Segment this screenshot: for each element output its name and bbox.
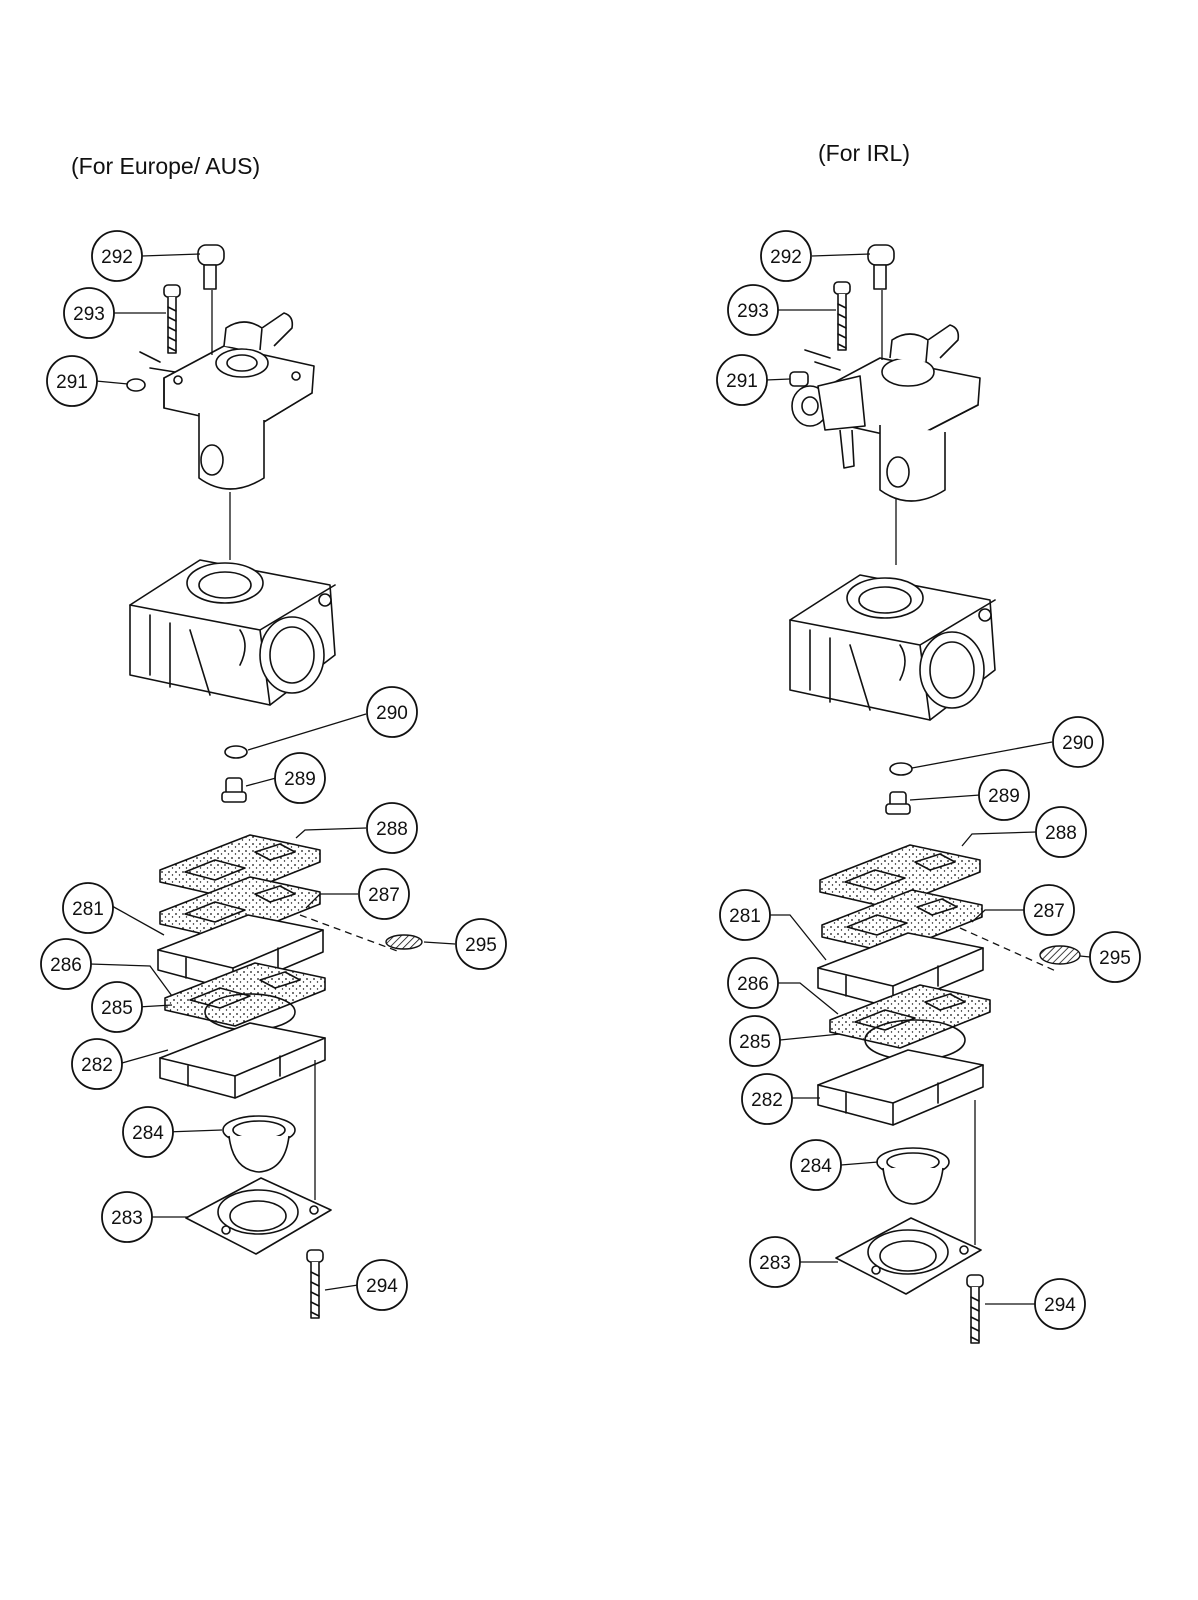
callout-label: 292 [770, 247, 802, 268]
part-295-filter-mesh [385, 934, 423, 950]
callout-label: 294 [1044, 1295, 1076, 1316]
callout-284-left: 284 [122, 1106, 174, 1158]
callout-label: 286 [50, 955, 82, 976]
part-292-screw [197, 244, 225, 355]
callout-label: 289 [988, 786, 1020, 807]
callout-label: 282 [751, 1090, 783, 1111]
callout-label: 288 [1045, 823, 1077, 844]
callout-285-left: 285 [91, 981, 143, 1033]
heading-irl: (For IRL) [818, 140, 910, 166]
callout-label: 282 [81, 1055, 113, 1076]
callout-282-left: 282 [71, 1038, 123, 1090]
callout-286-right: 286 [727, 957, 779, 1009]
part-292-screw [867, 244, 895, 360]
callout-label: 289 [284, 769, 316, 790]
callout-294-right: 294 [1034, 1278, 1086, 1330]
part-291-cap [126, 378, 146, 392]
callout-293-right: 293 [727, 284, 779, 336]
part-289-plug [221, 777, 247, 803]
callout-label: 295 [1099, 948, 1131, 969]
callout-289-left: 289 [274, 752, 326, 804]
callout-label: 286 [737, 974, 769, 995]
callout-label: 288 [376, 819, 408, 840]
callout-label: 284 [132, 1123, 164, 1144]
callout-label: 283 [111, 1208, 143, 1229]
callout-294-left: 294 [356, 1259, 408, 1311]
callout-283-right: 283 [749, 1236, 801, 1288]
callout-293-left: 293 [63, 287, 115, 339]
callout-292-left: 292 [91, 230, 143, 282]
callout-285-right: 285 [729, 1015, 781, 1067]
callout-284-right: 284 [790, 1139, 842, 1191]
callout-287-right: 287 [1023, 884, 1075, 936]
callout-290-left: 290 [366, 686, 418, 738]
callout-label: 293 [73, 304, 105, 325]
callout-label: 295 [465, 935, 497, 956]
callout-label: 285 [739, 1032, 771, 1053]
callout-label: 281 [729, 906, 761, 927]
callout-label: 287 [1033, 901, 1065, 922]
callout-283-left: 283 [101, 1191, 153, 1243]
callout-label: 291 [726, 371, 758, 392]
callout-label: 287 [368, 885, 400, 906]
callout-295-right: 295 [1089, 931, 1141, 983]
callout-281-right: 281 [719, 889, 771, 941]
callout-295-left: 295 [455, 918, 507, 970]
right-assembly [789, 244, 1081, 1344]
heading-europe-aus: (For Europe/ AUS) [71, 153, 261, 179]
callout-290-right: 290 [1052, 716, 1104, 768]
callout-292-right: 292 [760, 230, 812, 282]
callout-291-right: 291 [716, 354, 768, 406]
callout-288-left: 288 [366, 802, 418, 854]
callout-286-left: 286 [40, 938, 92, 990]
part-291-cap [789, 371, 809, 387]
callout-288-right: 288 [1035, 806, 1087, 858]
part-289-plug [885, 791, 911, 815]
callout-label: 285 [101, 998, 133, 1019]
callout-label: 293 [737, 301, 769, 322]
callout-label: 290 [376, 703, 408, 724]
callout-282-right: 282 [741, 1073, 793, 1125]
callout-label: 292 [101, 247, 133, 268]
callout-289-right: 289 [978, 769, 1030, 821]
part-290-oring [224, 745, 248, 759]
leader-lines [89, 253, 1091, 1305]
callout-287-left: 287 [358, 868, 410, 920]
callout-label: 284 [800, 1156, 832, 1177]
callout-291-left: 291 [46, 355, 98, 407]
callout-label: 283 [759, 1253, 791, 1274]
part-295-filter-mesh [1039, 945, 1081, 965]
callout-label: 294 [366, 1276, 398, 1297]
callout-label: 291 [56, 372, 88, 393]
callout-label: 281 [72, 899, 104, 920]
callout-label: 290 [1062, 733, 1094, 754]
part-290-oring [889, 762, 913, 776]
left-assembly [126, 244, 423, 1319]
callout-281-left: 281 [62, 882, 114, 934]
